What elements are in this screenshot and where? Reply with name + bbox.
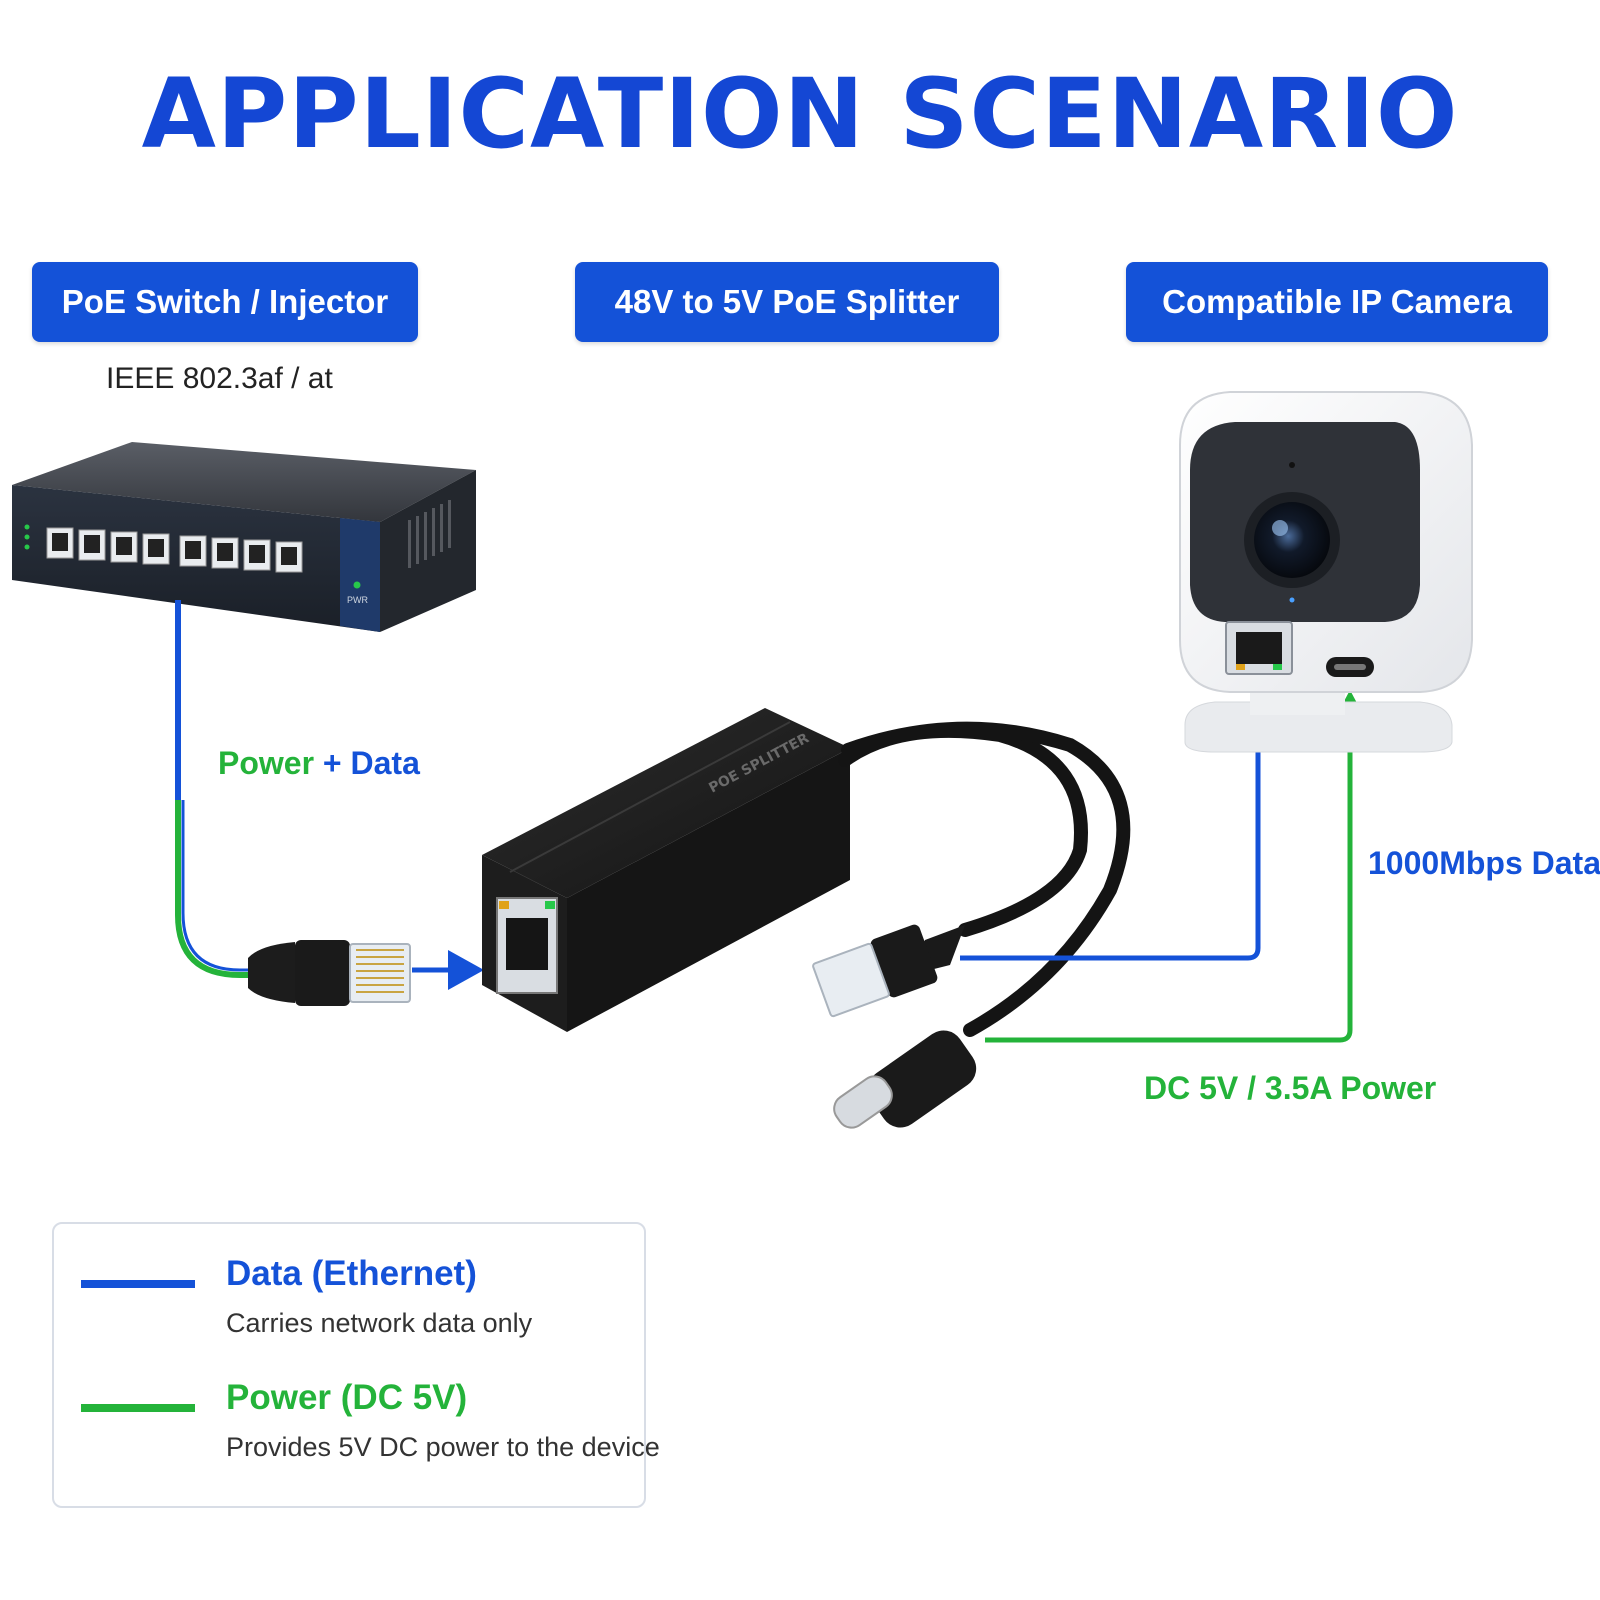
- input-connection-label: Power + Data: [218, 745, 420, 782]
- ip-camera-device: [1179, 391, 1473, 753]
- splitter-badge: 48V to 5V PoE Splitter: [575, 262, 999, 342]
- poe-splitter-device: POE SPLITTER: [482, 708, 850, 1032]
- power-output-label: DC 5V / 3.5A Power: [1144, 1070, 1437, 1106]
- switch-ports: [46, 527, 303, 573]
- pwr-text: PWR: [347, 595, 368, 605]
- legend-data-line: [81, 1280, 195, 1288]
- legend-data-title: Data (Ethernet): [226, 1254, 477, 1293]
- legend-power-line: [81, 1404, 195, 1412]
- label-plus: +: [322, 745, 342, 781]
- output-usbc-connector: [833, 1030, 977, 1129]
- page-title: APPLICATION SCENARIO: [141, 58, 1459, 170]
- switch-standard-label: IEEE 802.3af / at: [106, 362, 333, 395]
- legend-power-title: Power (DC 5V): [226, 1378, 468, 1417]
- input-rj45-connector: [248, 940, 411, 1006]
- camera-badge: Compatible IP Camera: [1126, 262, 1548, 342]
- input-arrow-icon: [448, 950, 484, 990]
- camera-ethernet-port: [1225, 621, 1293, 675]
- legend-box: Data (Ethernet) Carries network data onl…: [52, 1222, 660, 1508]
- output-rj45-connector: [812, 924, 965, 1018]
- legend-data-desc: Carries network data only: [226, 1308, 533, 1338]
- poe-switch-device: PWR: [12, 442, 476, 632]
- splitter-output-cables: [838, 721, 1131, 1037]
- camera-usbc-port: [1326, 657, 1374, 677]
- label-data: Data: [350, 745, 420, 781]
- legend-power-desc: Provides 5V DC power to the device: [226, 1432, 660, 1462]
- data-output-label: 1000Mbps Data: [1368, 845, 1600, 881]
- label-power: Power: [218, 745, 315, 781]
- switch-badge: PoE Switch / Injector: [32, 262, 418, 342]
- input-cable: [175, 600, 484, 1006]
